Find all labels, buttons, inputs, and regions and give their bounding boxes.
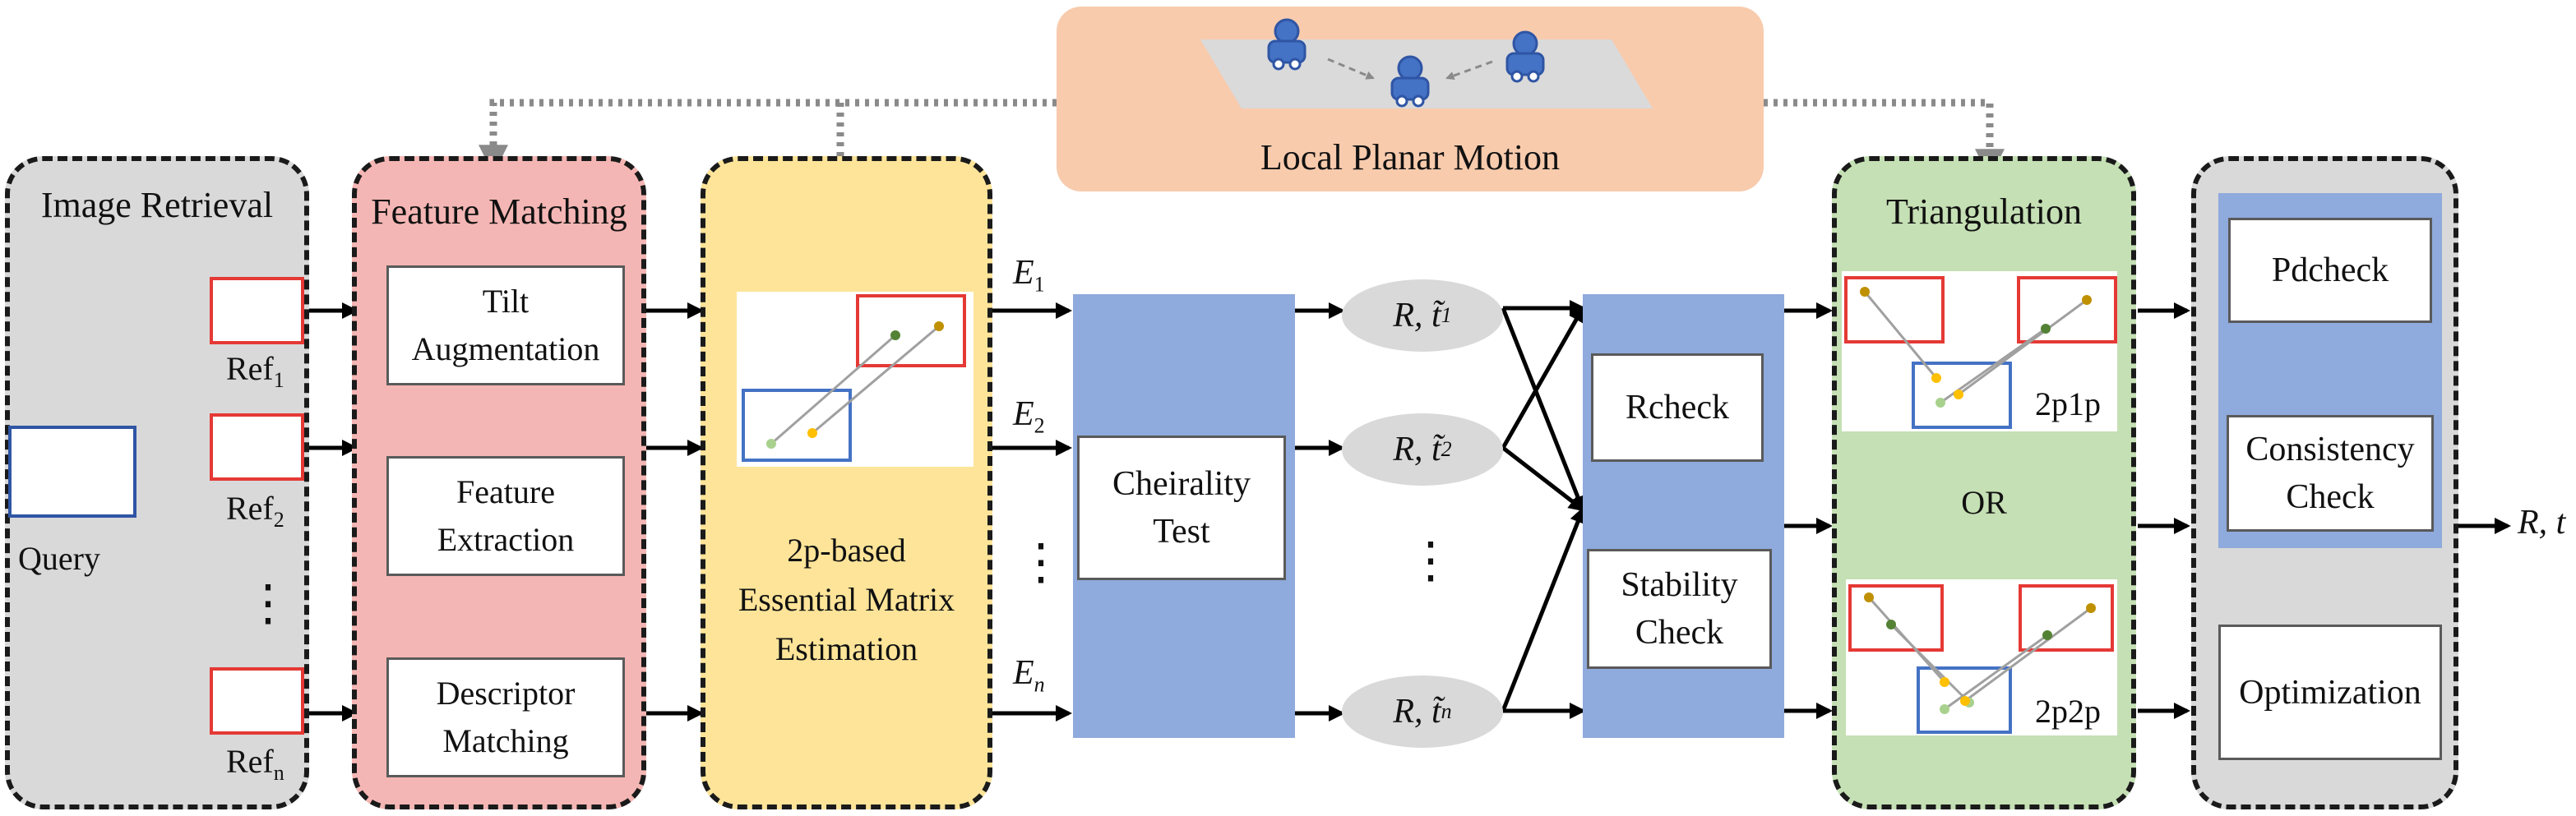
robot-icon <box>1390 55 1430 108</box>
point-correspondence-graphic <box>742 294 966 462</box>
image-retrieval-title: Image Retrieval <box>40 185 274 225</box>
tilt-augmentation-box: Tilt Augmentation <box>386 265 625 385</box>
consistency-check-box: Consistency Check <box>2227 415 2434 532</box>
2p1p-graphic <box>1844 276 2117 429</box>
triangulation-title: Triangulation <box>1886 191 2082 232</box>
triangulation-2p2p-illustration <box>1846 579 2117 735</box>
robot-icon <box>1267 18 1306 71</box>
ref-label-1: Ref1 <box>226 350 284 392</box>
rt-candidate-n: R, t̃n <box>1342 675 1503 748</box>
reference-image-2 <box>210 413 304 481</box>
refs-ellipsis: ⋮ <box>243 576 293 630</box>
rcheck-box: Rcheck <box>1591 353 1764 462</box>
reference-image-1 <box>210 277 304 344</box>
rt-ellipsis: ⋮ <box>1406 533 1455 588</box>
e-label-2: E2 <box>1013 395 1045 438</box>
rt-candidate-2: R, t̃2 <box>1342 413 1503 486</box>
mode-label-2p2p: 2p2p <box>2035 693 2101 730</box>
descriptor-matching-box: Descriptor Matching <box>386 657 625 777</box>
e-ellipsis: ⋮ <box>1016 535 1066 589</box>
essential-matrix-title: 2p-based Essential Matrix Estimation <box>738 532 955 667</box>
pdcheck-box: Pdcheck <box>2228 218 2432 323</box>
local-planar-motion-title: Local Planar Motion <box>1260 137 1561 177</box>
essential-matrix-illustration <box>737 292 974 467</box>
e-label-n: En <box>1013 654 1045 697</box>
e-label-1: E1 <box>1013 254 1045 297</box>
triangulation-2p1p-illustration <box>1842 271 2117 431</box>
output-label: R, t <box>2518 504 2566 542</box>
rt-candidate-1: R, t̃1 <box>1342 279 1503 352</box>
feature-matching-title: Feature Matching <box>371 191 627 232</box>
cheirality-test-box: Cheirality Test <box>1077 436 1286 580</box>
feature-extraction-box: Feature Extraction <box>386 456 625 576</box>
2p2p-graphic <box>1848 584 2114 734</box>
query-label: Query <box>18 540 100 577</box>
stability-check-box: Stability Check <box>1587 549 1772 669</box>
robot-icon <box>1505 30 1545 83</box>
optimization-box: Optimization <box>2218 625 2442 760</box>
essential-matrix-stage <box>701 156 992 809</box>
ref-label-2: Ref2 <box>226 490 284 532</box>
ref-label-n: Refn <box>226 743 284 785</box>
query-image <box>8 426 136 518</box>
reference-image-n <box>210 667 304 735</box>
robot-icons <box>1267 18 1545 108</box>
or-label: OR <box>1961 484 2007 521</box>
mode-label-2p1p: 2p1p <box>2035 385 2101 422</box>
